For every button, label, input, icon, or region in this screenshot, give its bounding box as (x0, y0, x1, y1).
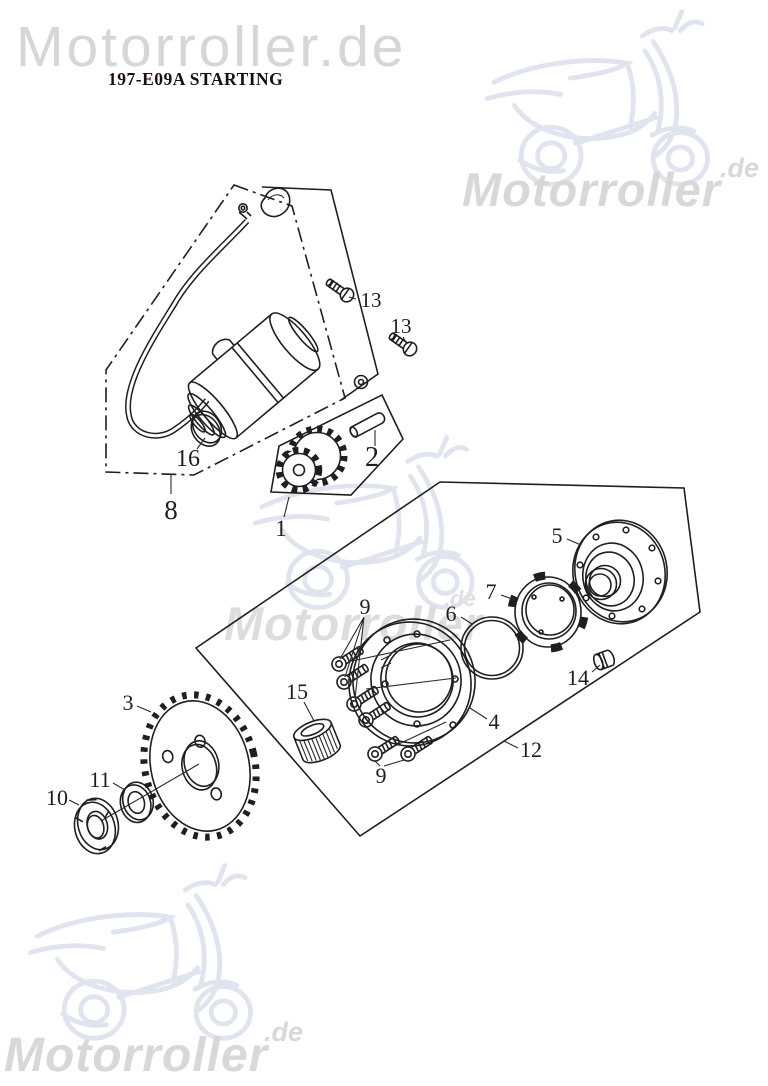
watermark-bottom-suffix: .de (264, 1017, 303, 1047)
callout-11: 11 (89, 767, 110, 792)
callout-12: 12 (520, 737, 542, 762)
watermark-top-text: Motorroller.de (16, 15, 407, 79)
callout-16: 16 (176, 446, 200, 472)
callout-13-upper: 13 (361, 288, 382, 312)
callout-15: 15 (286, 679, 308, 704)
callout-5: 5 (552, 523, 563, 548)
scooter-watermark-icon (487, 12, 707, 185)
washer-11 (119, 781, 155, 824)
retainer-ring-7 (507, 571, 589, 653)
callout-1: 1 (275, 516, 287, 541)
gear-boundary-1 (270, 393, 404, 496)
gear-shaft-2 (349, 412, 386, 438)
scooter-watermark-icon (30, 866, 250, 1039)
watermark-bottom-text: Motorroller (4, 1029, 270, 1082)
double-gear (275, 425, 348, 494)
callout-3: 3 (123, 690, 134, 715)
lock-nut-10 (73, 797, 120, 855)
callout-14: 14 (567, 665, 589, 690)
starter-motor-assembly (105, 184, 421, 476)
callout-4: 4 (489, 709, 500, 734)
callout-2: 2 (365, 442, 379, 473)
callout-7: 7 (486, 579, 497, 604)
callout-9-lower: 9 (376, 763, 387, 788)
watermark-middle-suffix: .de (444, 586, 476, 611)
watermark-topright-text: Motorroller (462, 163, 723, 216)
nut-14 (592, 649, 616, 671)
bolt-13-upper (322, 274, 358, 306)
needle-bearing-15 (292, 718, 342, 764)
page-title: 197-E09A STARTING (108, 69, 283, 89)
starter-cable (125, 187, 291, 439)
clutch-bolts-9 (328, 642, 436, 765)
callout-10: 10 (46, 785, 68, 810)
sprocket-3 (140, 691, 260, 841)
callout-9-upper: 9 (360, 594, 371, 619)
o-ring-6 (460, 616, 524, 680)
starter-motor (187, 312, 321, 440)
watermark-topright-suffix: .de (720, 153, 759, 183)
clutch-outer-4 (348, 618, 476, 750)
callout-6: 6 (446, 601, 457, 626)
callout-leader-lines (68, 296, 601, 806)
callout-8: 8 (164, 495, 178, 525)
callout-13-lower: 13 (391, 314, 412, 338)
idle-gear-group (270, 393, 404, 496)
assembly-boundary-8 (105, 184, 346, 476)
starter-clutch-group (73, 481, 701, 855)
o-ring-16 (190, 410, 223, 447)
assembly-boundary-12 (194, 481, 701, 838)
watermark-layer: Motorroller.de Motorroller .de .de Motor… (4, 12, 759, 1082)
